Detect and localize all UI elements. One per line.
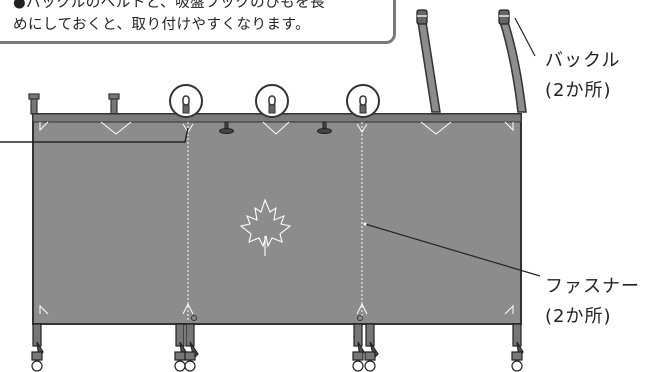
leg-center-right: [352, 323, 379, 372]
note-callout: ●バックルのベルトと、吸盤フックのひもを長 めにしておくと、取り付けやすくなりま…: [0, 0, 396, 44]
grommets: [191, 315, 363, 321]
buckle-label: バックル: [545, 50, 621, 71]
leg-left: [31, 323, 44, 372]
buckle-count-label: (2か所): [545, 80, 612, 101]
highlight-circles: [169, 84, 380, 118]
zipper-label: ファスナー: [545, 276, 640, 297]
highlight-circle-1: [169, 84, 203, 118]
note-line-1: ●バックルのベルトと、吸盤フックのひもを長: [13, 0, 326, 11]
leg-center-left: [174, 323, 199, 372]
top-pegs: [28, 93, 120, 115]
buckle-strap-right: [498, 21, 527, 113]
maple-leaf-icon: [239, 198, 292, 256]
zipper-count-label: (2か所): [545, 306, 612, 327]
zipper-seams: [187, 122, 363, 320]
bottom-straps: [31, 323, 524, 372]
buckle-icon: [416, 9, 510, 25]
buckle-straps: [417, 21, 527, 113]
suction-cup-icon: [219, 121, 332, 134]
note-line-2: めにしておくと、取り付けやすくなります。: [13, 17, 311, 33]
zipper-pointer-dot: [363, 222, 367, 226]
left-pointer-line: [0, 127, 189, 143]
zipper-pointer-line: [364, 223, 541, 277]
highlight-circle-3: [346, 84, 380, 118]
buckle-pointer-line: [514, 17, 536, 57]
highlight-circle-2: [255, 84, 289, 118]
buckle-strap-left: [417, 21, 441, 113]
leg-right: [511, 323, 524, 372]
